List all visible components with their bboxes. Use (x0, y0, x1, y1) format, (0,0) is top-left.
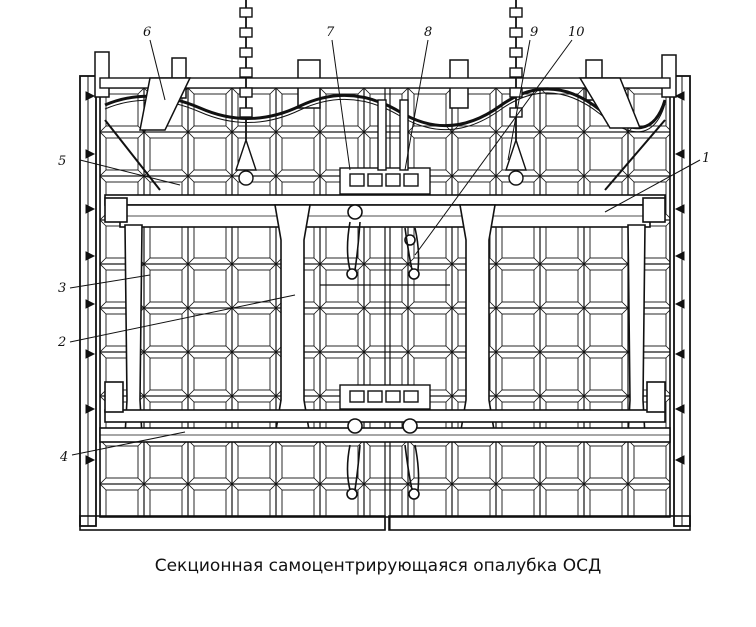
bottom-center-clamp (339, 384, 431, 410)
label-6: 6 (143, 25, 151, 40)
label-7: 7 (326, 25, 335, 40)
label-5: 5 (58, 154, 66, 169)
label-2: 2 (57, 335, 66, 350)
lower-main-beam (99, 381, 671, 443)
side-bolts (85, 91, 685, 465)
label-10: 10 (568, 25, 585, 40)
label-8: 8 (424, 25, 432, 40)
lifting-chains (235, 0, 527, 186)
top-center-clamp (339, 99, 431, 195)
label-4: 4 (59, 450, 68, 465)
label-3: 3 (58, 281, 66, 296)
outer-frame (79, 75, 691, 531)
label-9: 9 (530, 25, 538, 40)
lower-jacks (346, 418, 420, 500)
formwork-drawing: 1 2 3 4 5 6 7 8 9 10 (57, 0, 710, 531)
label-1: 1 (702, 151, 710, 166)
upper-main-beam (104, 194, 666, 228)
vertical-posts (124, 204, 646, 437)
figure-caption: Секционная самоцентрирующаяся опалубка О… (154, 556, 602, 576)
leader-lines (69, 39, 701, 456)
callout-labels: 1 2 3 4 5 6 7 8 9 10 (57, 25, 710, 465)
corner-struts (104, 77, 666, 191)
center-jacks (320, 204, 450, 286)
